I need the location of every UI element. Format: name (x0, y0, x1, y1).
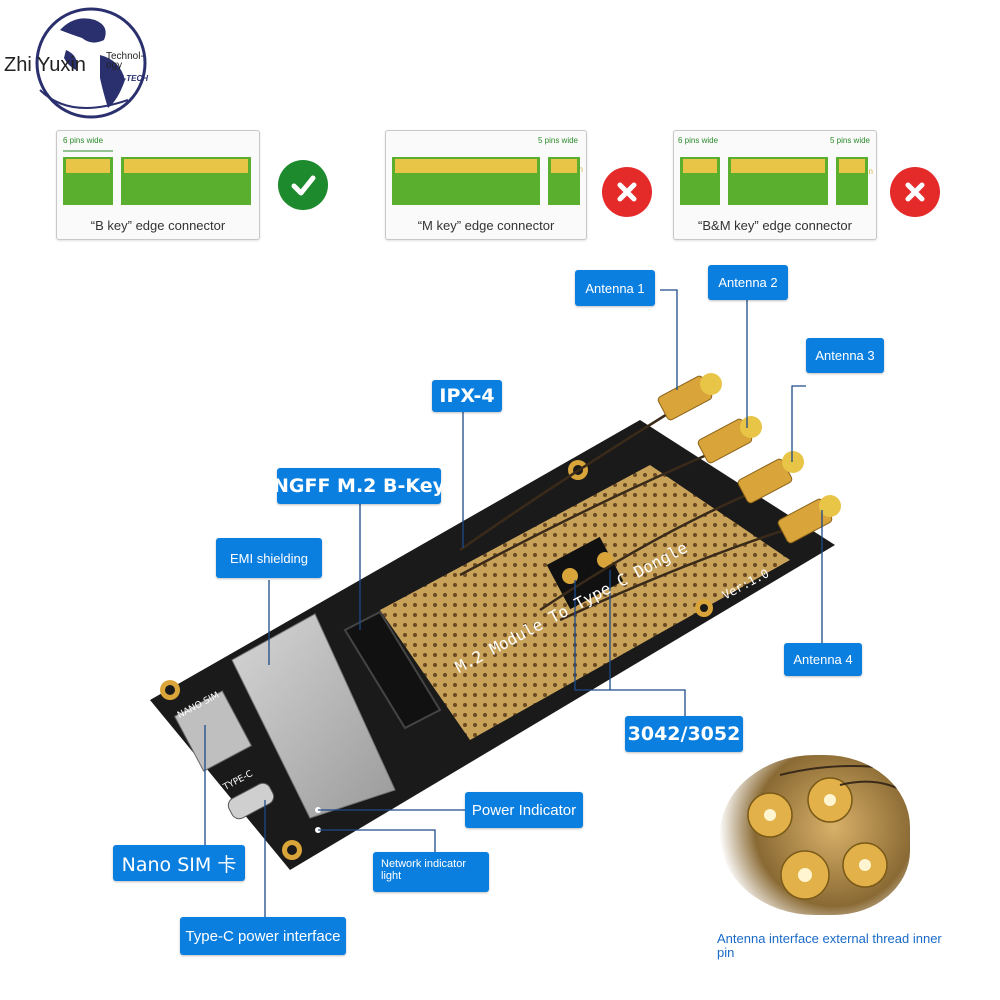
callout-antenna-3: Antenna 3 (806, 338, 884, 373)
callout-power-indicator: Power Indicator (465, 792, 583, 828)
brand-name: Zhi Yuxin (4, 54, 86, 76)
m2-slot (343, 610, 442, 730)
pin-width-note: 6 pins wide (678, 136, 719, 145)
inset-closeup (720, 755, 910, 915)
emi-shield (231, 613, 396, 819)
callout-antenna-1: Antenna 1 (575, 270, 655, 306)
globe-icon (35, 7, 147, 119)
connector-card-b-key: 6 pins wide “B key” edge connector (56, 130, 260, 240)
connector-card-m-key: 5 pins wide Sichuan “M key” edge connect… (385, 130, 587, 240)
pin-width-note: 5 pins wide (537, 136, 578, 145)
callout-nano-sim: Nano SIM 卡 (113, 845, 245, 881)
callout-leader-lines (204, 289, 823, 917)
brand-tagline: Technol- ogy (106, 51, 144, 71)
callout-emi-shielding: EMI shielding (216, 538, 322, 578)
callout-antenna-2: Antenna 2 (708, 265, 788, 300)
bm-key-edge-graphic (680, 157, 868, 205)
m-key-edge-graphic (392, 157, 580, 205)
typec-port (227, 782, 275, 820)
callout-typec-power: Type-C power interface (180, 917, 346, 955)
pin-width-note: 6 pins wide (63, 136, 104, 145)
connector-label: “B&M key” edge connector (698, 218, 852, 233)
connector-label: “M key” edge connector (417, 218, 555, 233)
b-key-edge-graphic (63, 150, 251, 205)
cross-icon (602, 167, 652, 217)
check-icon (278, 160, 328, 210)
callout-antenna-4: Antenna 4 (784, 643, 862, 676)
callout-ngff: NGFF M.2 B-Key (273, 468, 445, 504)
brand-logo: Zhi Yuxin Technol- ogy ZYX-TECH (0, 0, 160, 125)
connector-label: “B key” edge connector (90, 218, 226, 233)
prototype-area (380, 465, 790, 740)
brand-sub: ZYX-TECH (108, 74, 148, 83)
cross-icon (890, 167, 940, 217)
sim-slot (173, 690, 253, 772)
pin-width-note: 5 pins wide (829, 136, 870, 145)
sma-closeup-graphic (747, 765, 910, 900)
inset-caption: Antenna interface external thread inner … (717, 931, 942, 960)
callout-size: 3042/3052 (625, 716, 743, 752)
sma-connectors (657, 375, 833, 544)
callout-ipx4: IPX-4 (432, 380, 502, 412)
callout-network-indicator: Network indicator light (373, 852, 489, 892)
connector-card-bm-key: 6 pins wide 5 pins wide Sichuan Sichuan … (673, 130, 877, 240)
